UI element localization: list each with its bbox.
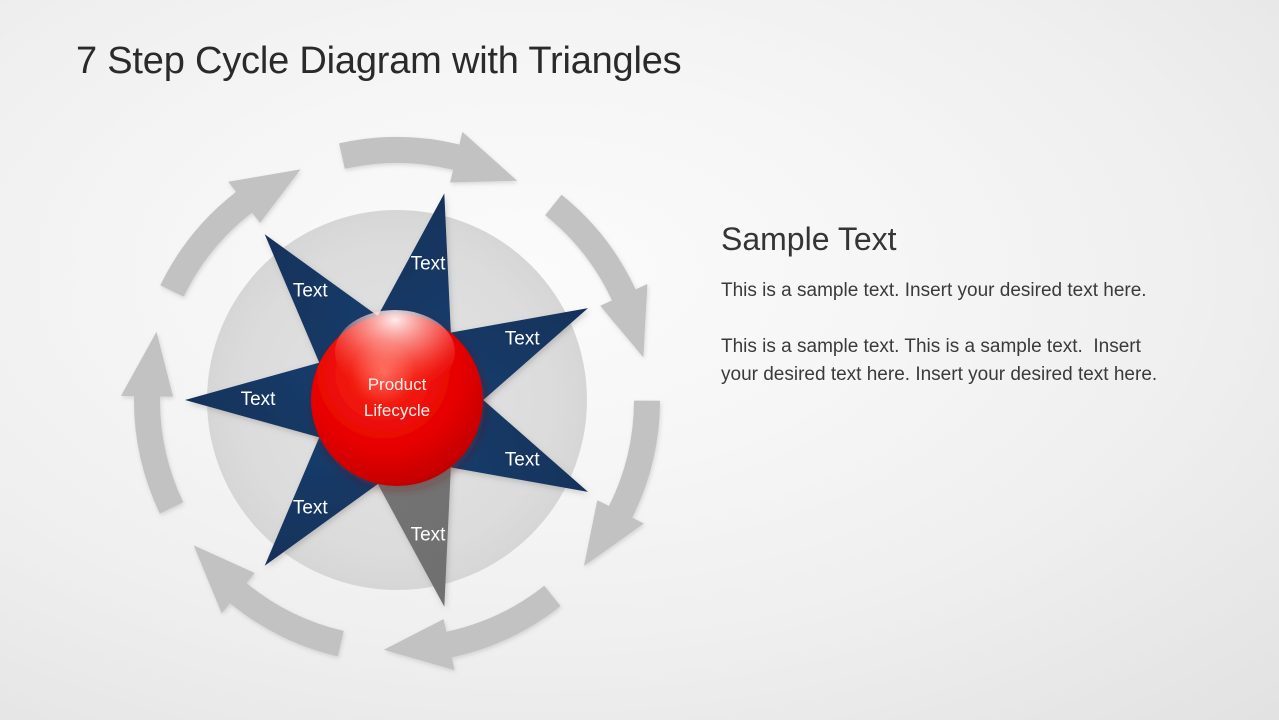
cycle-arrow-2 bbox=[545, 194, 648, 358]
step-label: Text bbox=[505, 449, 541, 470]
cycle-arrow-3 bbox=[584, 400, 660, 566]
panel-paragraph-1: This is a sample text. Insert your desir… bbox=[721, 280, 1147, 302]
cycle-arrow-6 bbox=[121, 331, 184, 514]
step-label: Text bbox=[411, 525, 447, 546]
hub-label-line1: Product bbox=[368, 375, 427, 394]
step-triangle[interactable] bbox=[185, 354, 350, 446]
text-panel: Sample Text This is a sample text. Inser… bbox=[721, 221, 1169, 389]
step-label: Text bbox=[241, 389, 277, 410]
cycle-arrow-7 bbox=[160, 169, 301, 297]
step-label: Text bbox=[293, 280, 329, 301]
cycle-step-5[interactable]: Text bbox=[185, 354, 350, 446]
hub-label-line2: Lifecycle bbox=[364, 401, 430, 420]
step-label: Text bbox=[505, 329, 541, 350]
cycle-arrow-4 bbox=[383, 585, 561, 670]
center-hub[interactable]: Product Lifecycle bbox=[311, 310, 483, 486]
panel-heading: Sample Text bbox=[721, 221, 897, 257]
cycle-arrow-5 bbox=[193, 545, 344, 657]
step-label: Text bbox=[411, 254, 447, 275]
hub-gloss-highlight bbox=[335, 310, 455, 394]
cycle-arrow-group bbox=[121, 131, 660, 670]
page-title: 7 Step Cycle Diagram with Triangles bbox=[76, 40, 682, 82]
step-label: Text bbox=[293, 498, 329, 519]
panel-paragraph-2: This is a sample text. This is a sample … bbox=[721, 336, 1158, 386]
cycle-arrow-1 bbox=[339, 131, 518, 183]
